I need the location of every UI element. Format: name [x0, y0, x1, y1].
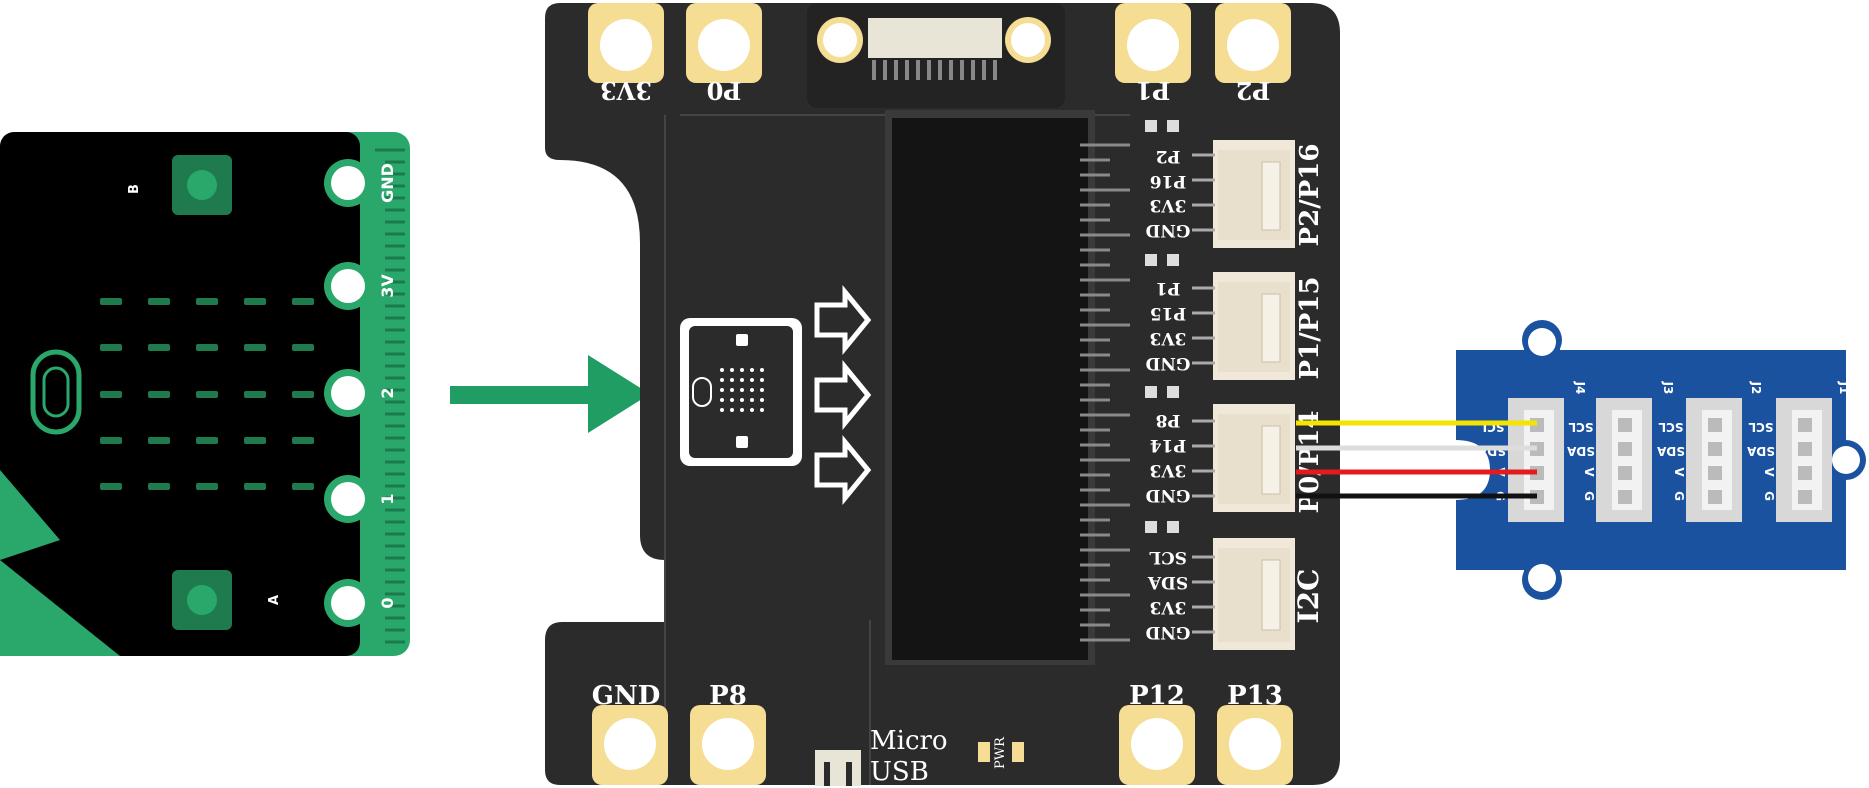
grove-j3-pin-g: G [1582, 491, 1596, 501]
port-label-p2-p16: P2/P16 [1295, 144, 1325, 247]
insert-arrow-icon [814, 285, 872, 505]
grove-j2-pin-sda: SDA [1656, 444, 1685, 458]
pwr-led [978, 742, 1024, 762]
grove-socket-j3 [1596, 398, 1652, 522]
grove-j2-pin-v: V [1672, 467, 1686, 477]
pin-label-gnd-a: GND [1145, 220, 1190, 240]
pad-gnd-bottom [592, 705, 668, 785]
pin-label-sda: SDA [1147, 572, 1188, 592]
micro-usb-label-line2: USB [870, 757, 929, 787]
label-p13-bottom: P13 [1227, 681, 1283, 711]
microbit-board: GND 3V 2 1 0 B A [0, 132, 410, 656]
microbit-logo [30, 349, 82, 435]
micro-usb-label-line1: Micro [870, 726, 948, 756]
expansion-board: 3V3 P0 P1 P2 [545, 3, 1340, 787]
grove-j1-pin-scl: SCL [1748, 420, 1773, 434]
grove-label-j1: J1 [1837, 381, 1851, 395]
microbit-insert-icon [680, 318, 802, 466]
port-label-p1-p15: P1/P15 [1295, 277, 1325, 380]
pin-label-p8: P8 [1156, 410, 1181, 430]
grove-j1-pin-v: V [1762, 467, 1776, 477]
edge-pin-holes [324, 159, 372, 627]
grove-port-i2c [1145, 521, 1295, 650]
label-p1-top: P1 [1136, 76, 1171, 105]
label-p12-bottom: P12 [1129, 681, 1185, 711]
edge-label-1: 1 [378, 493, 397, 504]
label-3v3-top: 3V3 [600, 76, 652, 105]
pin-label-p14: P14 [1150, 435, 1187, 455]
edge-ruler [375, 148, 405, 644]
grove-j1-pin-g: G [1762, 491, 1776, 501]
pad-p12-bottom [1119, 705, 1195, 785]
button-a [172, 570, 232, 630]
button-a-label: A [267, 595, 282, 605]
pin-label-3v3-d: 3V3 [1150, 597, 1187, 617]
pwr-label: PWR [993, 736, 1008, 769]
pin-label-p2: P2 [1156, 146, 1181, 166]
pad-p13-bottom [1217, 705, 1293, 785]
micro-usb-port [815, 750, 861, 786]
grove-module [1456, 320, 1866, 600]
slot-pins [1080, 143, 1130, 642]
pad-p1-top [1115, 3, 1191, 83]
grove-j3-pin-scl: SCL [1568, 420, 1593, 434]
edge-label-3v: 3V [378, 274, 397, 298]
pin-label-3v3-a: 3V3 [1150, 195, 1187, 215]
pin-label-gnd-d: GND [1145, 622, 1190, 642]
label-p8-bottom: P8 [709, 681, 747, 711]
pad-3v3-top [588, 3, 664, 83]
label-p0-top: P0 [707, 76, 742, 105]
microbit-edge-slot [885, 110, 1095, 665]
grove-label-j2: J2 [1749, 381, 1763, 395]
grove-cable [1296, 420, 1537, 500]
edge-label-gnd: GND [378, 163, 397, 203]
led-matrix [100, 298, 314, 490]
button-b [172, 155, 232, 215]
pad-p2-top [1215, 3, 1291, 83]
grove-socket-j1 [1776, 398, 1832, 522]
grove-label-j4: J4 [1573, 381, 1587, 395]
button-b-label: B [127, 184, 142, 194]
grove-socket-j2 [1686, 398, 1742, 522]
grove-socket-j4 [1508, 398, 1564, 522]
pad-p8-bottom [690, 705, 766, 785]
grove-j3-pin-sda: SDA [1566, 444, 1595, 458]
pin-label-p1: P1 [1156, 278, 1181, 298]
pin-label-scl: SCL [1149, 547, 1187, 567]
grove-port-p0-p14 [1145, 386, 1295, 512]
grove-j1-pin-sda: SDA [1746, 444, 1775, 458]
grove-port-p2-p16 [1145, 120, 1295, 248]
label-gnd-bottom: GND [592, 681, 661, 711]
grove-j2-pin-scl: SCL [1658, 420, 1683, 434]
pin-label-gnd-b: GND [1145, 353, 1190, 373]
pin-label-p16: P16 [1150, 171, 1186, 191]
pin-label-p15: P15 [1150, 303, 1186, 323]
pin-label-3v3-b: 3V3 [1150, 328, 1187, 348]
grove-label-j3: J3 [1661, 381, 1675, 395]
edge-label-0: 0 [378, 597, 397, 608]
grove-j3-pin-v: V [1582, 467, 1596, 477]
grove-j2-pin-g: G [1672, 491, 1686, 501]
pin-label-3v3-c: 3V3 [1150, 460, 1187, 480]
pad-p0-top [686, 3, 762, 83]
pin-label-gnd-c: GND [1145, 485, 1190, 505]
grove-port-p1-p15 [1145, 254, 1295, 380]
top-header-connector [807, 3, 1065, 108]
edge-label-2: 2 [378, 387, 397, 398]
label-p2-top: P2 [1236, 76, 1271, 105]
port-label-i2c: I2C [1292, 569, 1325, 624]
direction-arrow [450, 355, 650, 433]
